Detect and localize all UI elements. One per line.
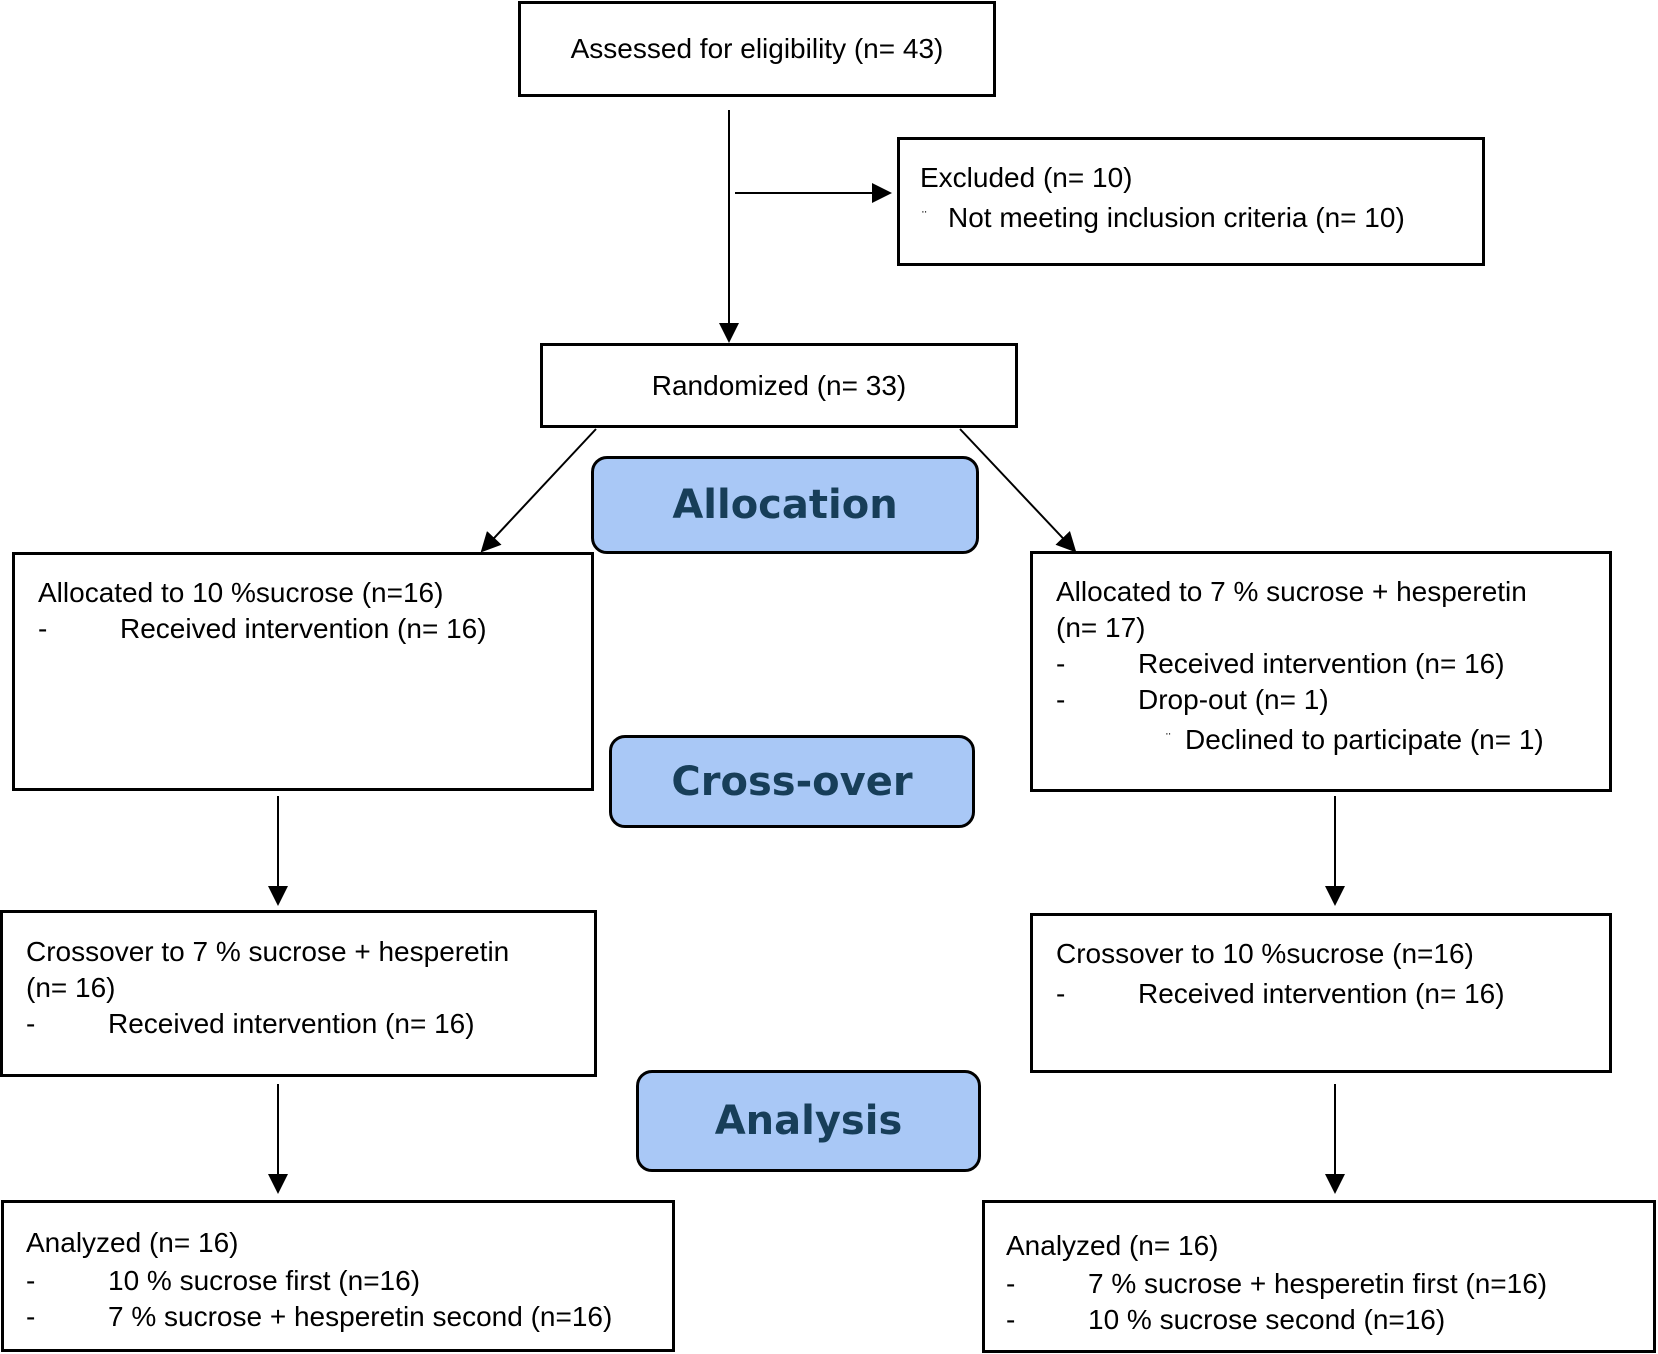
excluded-box: Excluded (n= 10) ¨ Not meeting inclusion… [897,137,1485,266]
randomized-box: Randomized (n= 33) [540,343,1018,428]
right-analysis-box: Analyzed (n= 16) - 7 % sucrose + hespere… [982,1200,1656,1353]
right-analysis-title: Analyzed (n= 16) [1006,1230,1219,1261]
declined-bullet: ¨ [1166,730,1171,746]
excluded-reason: Not meeting inclusion criteria (n= 10) [948,202,1405,233]
right-allocation-item-dropout: - Drop-out (n= 1) [1056,684,1329,715]
crossover-label: Cross-over [609,735,975,828]
right-allocation-box: Allocated to 7 % sucrose + hesperetin (n… [1030,551,1612,792]
right-crossover-title: Crossover to 10 %sucrose (n=16) [1056,938,1474,969]
left-allocation-box: Allocated to 10 %sucrose (n=16) - Receiv… [12,552,594,791]
assessed-box: Assessed for eligibility (n= 43) [518,1,996,97]
left-analysis-item-2: - 7 % sucrose + hesperetin second (n=16) [26,1301,613,1332]
right-analysis-item-1: - 7 % sucrose + hesperetin first (n=16) [1006,1268,1548,1299]
right-allocation-subitem: ¨ Declined to participate (n= 1) [1056,722,1609,758]
left-analysis-item-1: - 10 % sucrose first (n=16) [26,1265,421,1296]
left-crossover-title-2: (n= 16) [26,972,116,1003]
excluded-title: Excluded (n= 10) [920,162,1133,193]
left-crossover-title-1: Crossover to 7 % sucrose + hesperetin [26,936,510,967]
right-allocation-title-1: Allocated to 7 % sucrose + hesperetin [1056,576,1527,607]
randomized-text: Randomized (n= 33) [651,369,907,401]
right-crossover-box: Crossover to 10 %sucrose (n=16) - Receiv… [1030,913,1612,1073]
left-allocation-title: Allocated to 10 %sucrose (n=16) [38,577,444,608]
right-allocation-title-2: (n= 17) [1056,612,1146,643]
excluded-bullet: ¨ [922,208,927,224]
right-allocation-item-received: - Received intervention (n= 16) [1056,648,1505,679]
excluded-reason-row: ¨ Not meeting inclusion criteria (n= 10) [920,200,1482,236]
left-crossover-box: Crossover to 7 % sucrose + hesperetin (n… [0,910,597,1077]
arrow-randomized-to-left [480,428,597,553]
left-crossover-item: - Received intervention (n= 16) [26,1008,475,1039]
right-crossover-item: - Received intervention (n= 16) [1056,978,1505,1009]
left-allocation-item: - Received intervention (n= 16) [38,613,487,644]
allocation-label: Allocation [591,456,979,554]
left-analysis-title: Analyzed (n= 16) [26,1227,239,1258]
left-analysis-box: Analyzed (n= 16) - 10 % sucrose first (n… [1,1200,675,1352]
right-analysis-item-2: - 10 % sucrose second (n=16) [1006,1304,1446,1335]
assessed-text: Assessed for eligibility (n= 43) [570,33,944,64]
arrow-randomized-to-right [959,428,1077,553]
analysis-label: Analysis [636,1070,981,1172]
